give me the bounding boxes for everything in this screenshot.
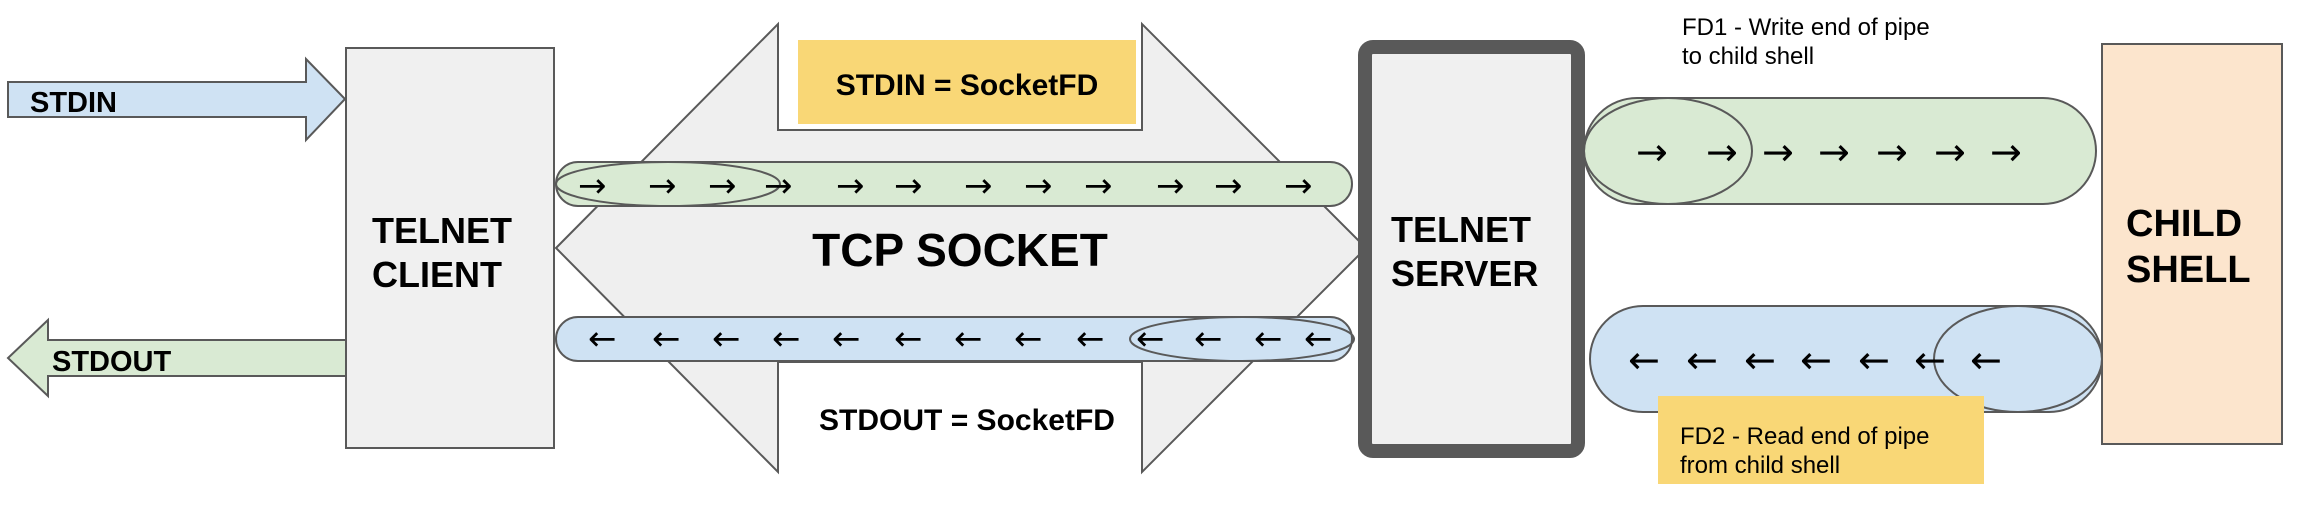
tcp-socket-label: TCP SOCKET bbox=[812, 224, 1108, 276]
stdin-socketfd-note: STDIN = SocketFD bbox=[798, 40, 1136, 124]
child-shell-box: CHILD SHELL bbox=[2101, 43, 2283, 445]
flow-arrow-icon: → bbox=[1284, 166, 1313, 206]
child-shell-label-line2: SHELL bbox=[2126, 249, 2251, 291]
flow-arrow-icon: ← bbox=[894, 319, 923, 359]
flow-arrow-icon: ← bbox=[1076, 319, 1105, 359]
flow-arrow-icon: → bbox=[1934, 130, 1966, 174]
telnet-server-label-line1: TELNET bbox=[1391, 209, 1531, 250]
flow-arrow-icon: → bbox=[1024, 166, 1053, 206]
flow-arrow-icon: → bbox=[1876, 130, 1908, 174]
fd2-note-line1: FD2 - Read end of pipe bbox=[1680, 423, 1929, 450]
fd1-note-line2: to child shell bbox=[1682, 43, 1814, 70]
flow-arrow-icon: → bbox=[894, 166, 923, 206]
flow-arrow-icon: → bbox=[648, 166, 677, 206]
socket-pipe-downward: ← ← ← ← ← ← ← ← ← ← ← ← ← bbox=[555, 316, 1355, 362]
flow-arrow-icon: → bbox=[1990, 130, 2022, 174]
flow-arrow-icon: ← bbox=[1858, 338, 1890, 382]
stdin-label: STDIN bbox=[30, 87, 117, 119]
flow-arrow-icon: ← bbox=[1628, 338, 1660, 382]
stdout-socketfd-label: STDOUT = SocketFD bbox=[819, 404, 1115, 437]
flow-arrow-icon: ← bbox=[1800, 338, 1832, 382]
telnet-client-label-line2: CLIENT bbox=[372, 254, 502, 295]
fd2-note-line2: from child shell bbox=[1680, 452, 1840, 479]
flow-arrow-icon: → bbox=[836, 166, 865, 206]
telnet-client-box: TELNET CLIENT bbox=[345, 47, 555, 449]
flow-arrow-icon: ← bbox=[772, 319, 801, 359]
flow-arrow-icon: → bbox=[1818, 130, 1850, 174]
telnet-server-box: TELNET SERVER bbox=[1358, 40, 1585, 458]
fd2-pipe: ← ← ← ← ← ← ← bbox=[1589, 305, 2103, 413]
flow-arrow-icon: ← bbox=[1970, 338, 2002, 382]
flow-arrow-icon: → bbox=[578, 166, 607, 206]
flow-arrow-icon: ← bbox=[1194, 319, 1223, 359]
flow-arrow-icon: ← bbox=[712, 319, 741, 359]
stdout-arrow: STDOUT bbox=[6, 317, 347, 399]
flow-arrow-icon: ← bbox=[1686, 338, 1718, 382]
flow-arrow-icon: ← bbox=[1136, 319, 1165, 359]
upper-arrow-row: → → → → → → → → → → → → bbox=[578, 166, 1313, 206]
fd2-note: FD2 - Read end of pipe from child shell bbox=[1658, 396, 1984, 484]
flow-arrow-icon: ← bbox=[954, 319, 983, 359]
telnet-server-label-line2: SERVER bbox=[1391, 253, 1538, 294]
flow-arrow-icon: → bbox=[1706, 130, 1738, 174]
flow-arrow-icon: → bbox=[1156, 166, 1185, 206]
stdin-socketfd-label: STDIN = SocketFD bbox=[836, 69, 1099, 102]
telnet-client-label-line1: TELNET bbox=[372, 210, 512, 251]
flow-arrow-icon: → bbox=[764, 166, 793, 206]
flow-arrow-icon: ← bbox=[588, 319, 617, 359]
flow-arrow-icon: ← bbox=[1744, 338, 1776, 382]
fd1-note-line1: FD1 - Write end of pipe bbox=[1682, 14, 1930, 41]
fd1-arrow-row: → → → → → → → bbox=[1636, 130, 2022, 174]
fd2-arrow-row: ← ← ← ← ← ← ← bbox=[1628, 338, 2002, 382]
stdout-label: STDOUT bbox=[52, 346, 172, 378]
flow-arrow-icon: → bbox=[1762, 130, 1794, 174]
child-shell-label-line1: CHILD bbox=[2126, 203, 2242, 245]
flow-arrow-icon: ← bbox=[1254, 319, 1283, 359]
flow-arrow-icon: ← bbox=[832, 319, 861, 359]
flow-arrow-icon: → bbox=[1084, 166, 1113, 206]
flow-arrow-icon: → bbox=[1636, 130, 1668, 174]
stdin-arrow: STDIN bbox=[7, 56, 347, 143]
lower-arrow-row: ← ← ← ← ← ← ← ← ← ← ← ← ← bbox=[588, 319, 1333, 359]
flow-arrow-icon: → bbox=[1214, 166, 1243, 206]
flow-arrow-icon: ← bbox=[1304, 319, 1333, 359]
flow-arrow-icon: ← bbox=[652, 319, 681, 359]
socket-pipe-upward: → → → → → → → → → → → → bbox=[555, 161, 1353, 207]
flow-arrow-icon: → bbox=[964, 166, 993, 206]
flow-arrow-icon: → bbox=[708, 166, 737, 206]
fd1-note: FD1 - Write end of pipe to child shell bbox=[1682, 14, 1930, 70]
flow-arrow-icon: ← bbox=[1914, 338, 1946, 382]
flow-arrow-icon: ← bbox=[1014, 319, 1043, 359]
fd1-pipe: → → → → → → → bbox=[1583, 97, 2097, 205]
